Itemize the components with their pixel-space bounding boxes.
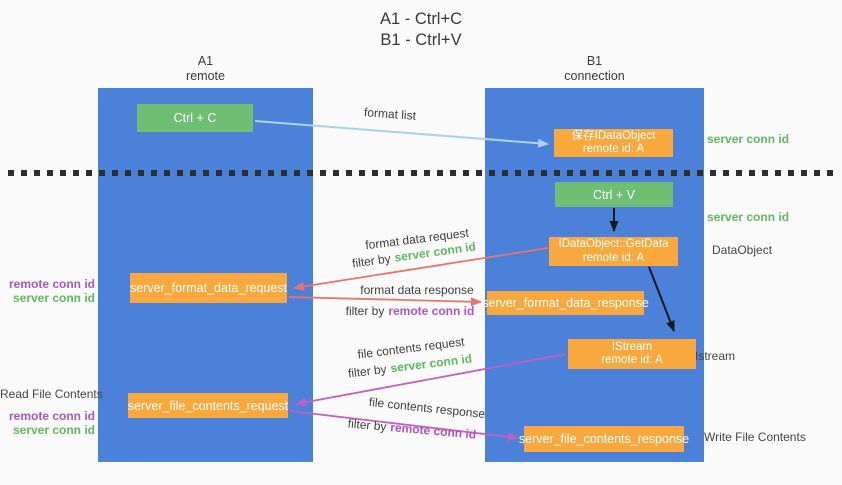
column-a1-subtitle: remote bbox=[186, 69, 225, 83]
right-label-istream: Istream bbox=[695, 349, 736, 363]
column-header-b1: B1 connection bbox=[485, 54, 704, 84]
right-label-write-file-contents: Write File Contents bbox=[704, 430, 806, 444]
left-label-server-conn-id-2: server conn id bbox=[12, 423, 95, 437]
node-istream-line2: remote id: A bbox=[601, 354, 663, 366]
node-save-idataobject-line2: remote id: A bbox=[582, 143, 645, 155]
format-data-response-text: format data response bbox=[360, 283, 474, 297]
node-ctrl-c-label: Ctrl + C bbox=[173, 111, 217, 125]
node-ctrl-c: Ctrl + C bbox=[137, 104, 253, 132]
column-b1-subtitle: connection bbox=[564, 69, 625, 83]
node-server-format-data-response: server_format_data_response bbox=[482, 291, 649, 315]
node-server-file-contents-request-label: server_file_contents_request bbox=[127, 398, 289, 413]
node-ctrl-v-label: Ctrl + V bbox=[592, 187, 636, 202]
format-list-arrow bbox=[254, 120, 549, 148]
node-server-format-data-response-label: server_format_data_response bbox=[482, 296, 649, 310]
column-b1-name: B1 bbox=[586, 54, 603, 68]
node-server-file-contents-request: server_file_contents_request bbox=[128, 393, 288, 418]
node-idataobject-getdata: IDataObject::GetData remote id: A bbox=[549, 237, 678, 266]
node-istream: IStream remote id: A bbox=[568, 339, 696, 369]
format-response-arrow bbox=[288, 296, 482, 307]
node-idataobject-getdata-line2: remote id: A bbox=[582, 251, 645, 264]
left-label-remote-conn-id-2: remote conn id bbox=[8, 409, 95, 423]
column-header-a1: A1 remote bbox=[98, 54, 313, 84]
right-label-server-conn-id-mid: server conn id bbox=[707, 210, 790, 224]
title-line-b1: B1 - Ctrl+V bbox=[380, 31, 462, 49]
node-server-format-data-request: server_format_data_request bbox=[130, 273, 287, 303]
getdata-to-istream-arrow bbox=[648, 266, 675, 332]
column-a1-name: A1 bbox=[197, 54, 214, 68]
edge-label-format-data-response: format data response bbox=[358, 283, 476, 297]
node-idataobject-getdata-line1: IDataObject::GetData bbox=[558, 238, 669, 250]
node-server-file-contents-response-label: server_file_contents_response bbox=[518, 432, 690, 446]
format-request-arrow bbox=[293, 247, 549, 291]
node-server-format-data-request-label: server_format_data_request bbox=[129, 281, 288, 295]
file-request-arrow bbox=[295, 353, 567, 407]
left-label-read-file-contents: Read File Contents bbox=[0, 387, 103, 401]
right-label-dataobject: DataObject bbox=[712, 243, 773, 257]
title-line-a1: A1 - Ctrl+C bbox=[379, 10, 463, 28]
node-save-idataobject: 保存IDataObject remote id: A bbox=[554, 129, 673, 157]
filter-by-text: filter by bbox=[345, 304, 385, 318]
node-ctrl-v: Ctrl + V bbox=[555, 182, 673, 207]
left-label-remote-conn-id-1: remote conn id bbox=[8, 277, 95, 291]
node-server-file-contents-response: server_file_contents_response bbox=[519, 426, 689, 452]
diagram-title: A1 - Ctrl+C B1 - Ctrl+V bbox=[0, 9, 842, 51]
left-label-server-conn-id-1: server conn id bbox=[12, 291, 95, 305]
node-save-idataobject-line1: 保存IDataObject bbox=[571, 129, 656, 142]
node-istream-line1: IStream bbox=[611, 340, 653, 353]
remote-conn-id-text: remote conn id bbox=[388, 304, 475, 318]
right-label-server-conn-id-top: server conn id bbox=[707, 132, 790, 146]
file-response-arrow bbox=[289, 410, 519, 442]
